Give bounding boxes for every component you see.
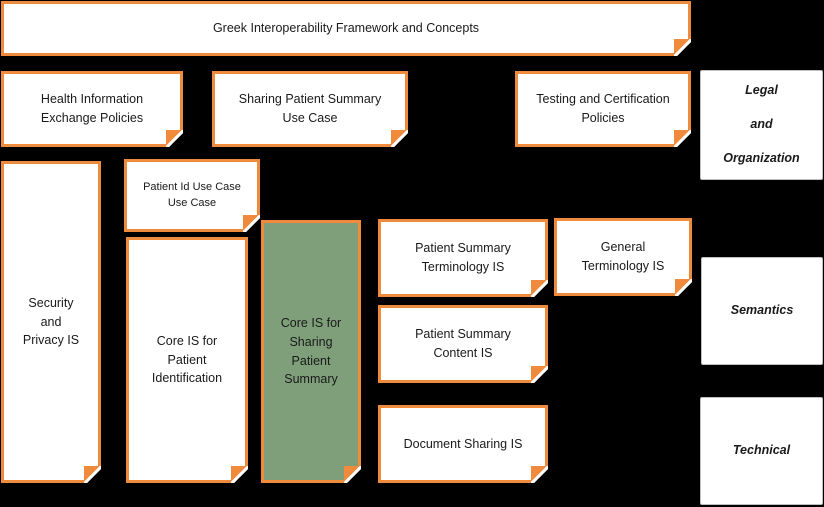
fold-corner [674,130,691,147]
patient-id-use-case-box: Patient Id Use Case Use Case [124,159,260,232]
fold-corner [675,279,692,296]
testing-policies-box: Testing and Certification Policies [515,71,691,147]
layer-technical: Technical [700,397,823,505]
fold-corner [391,130,408,147]
security-privacy-box: Security and Privacy IS [1,161,101,483]
hie-policies-box: Health Information Exchange Policies [1,71,183,147]
layer-legal-label: Legal and Organization [723,83,800,165]
patient-id-use-case-label: Patient Id Use Case Use Case [143,180,241,209]
ps-terminology-box: Patient Summary Terminology IS [378,219,548,297]
fold-corner [531,466,548,483]
core-patient-id-box: Core IS for Patient Identification [126,237,248,483]
sharing-use-case-label: Sharing Patient Summary Use Case [238,92,382,125]
ps-terminology-label: Patient Summary Terminology IS [415,241,511,274]
sharing-use-case-box: Sharing Patient Summary Use Case [212,71,408,147]
document-sharing-box: Document Sharing IS [378,405,548,483]
hie-policies-label: Health Information Exchange Policies [40,92,144,125]
ps-content-label: Patient Summary Content IS [415,327,511,360]
security-privacy-label: Security and Privacy IS [22,295,80,348]
general-terminology-box: General Terminology IS [554,218,692,296]
fold-corner [531,366,548,383]
fold-corner [531,280,548,297]
fold-corner [166,130,183,147]
core-sharing-box: Core IS for Sharing Patient Summary [261,220,361,483]
fold-corner [243,215,260,232]
core-sharing-label: Core IS for Sharing Patient Summary [280,316,342,387]
fold-corner [84,466,101,483]
testing-policies-label: Testing and Certification Policies [536,92,670,125]
layer-semantics: Semantics [701,257,823,365]
layer-technical-label: Technical [732,443,791,458]
document-sharing-label: Document Sharing IS [403,436,523,451]
fold-corner [674,39,691,56]
framework-box: Greek Interoperability Framework and Con… [1,1,691,56]
layer-semantics-label: Semantics [730,303,794,318]
ps-content-box: Patient Summary Content IS [378,305,548,383]
fold-corner [344,466,361,483]
core-patient-id-label: Core IS for Patient Identification [151,333,223,386]
fold-corner [231,466,248,483]
framework-label: Greek Interoperability Framework and Con… [212,21,480,36]
general-terminology-label: General Terminology IS [581,240,665,273]
layer-legal: Legal and Organization [700,70,823,180]
